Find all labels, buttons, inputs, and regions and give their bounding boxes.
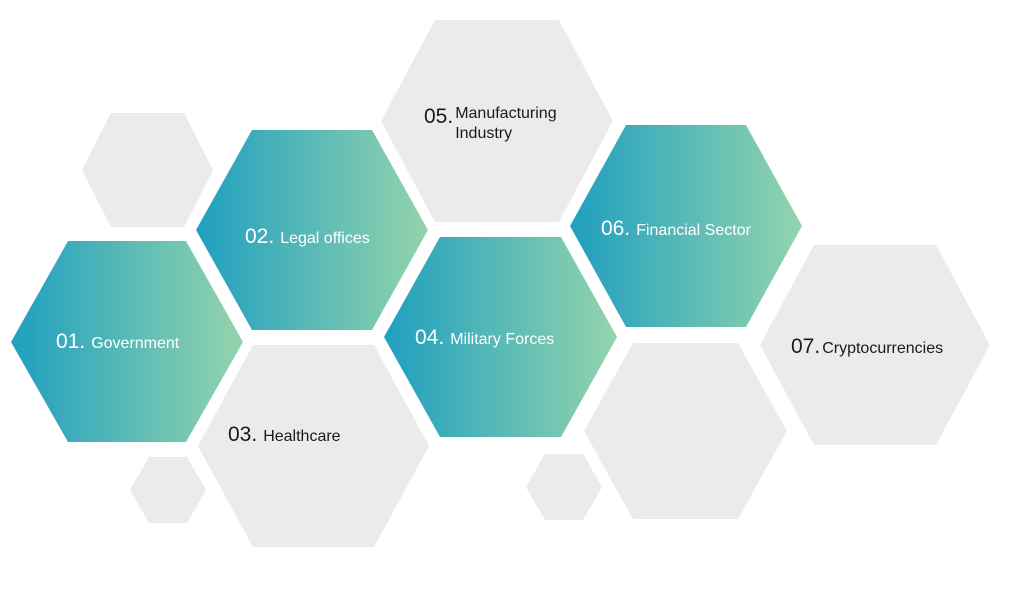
decor-hexagon-tiny-left-bottom [130,457,206,523]
item-number: 05. [424,105,454,128]
item-label: Financial Sector [636,222,751,239]
label-06-financial-sector: 06. Financial Sector [601,217,751,240]
decor-hexagon-large-right-bottom [584,343,787,519]
item-number: 02. [245,225,275,248]
hexagon-06-financial-sector [570,125,802,327]
label-01-government: 01. Government [56,330,179,353]
item-label: Military Forces [450,331,555,348]
label-04-military-forces: 04. Military Forces [415,326,554,349]
hexagon-03-healthcare [198,345,429,547]
item-label: Manufacturing Industry [455,105,557,142]
label-07-cryptocurrencies: 07.Cryptocurrencies [791,335,943,358]
item-label: Cryptocurrencies [822,340,944,357]
hexagon-02-legal-offices [196,130,428,330]
hexagon-05-manufacturing-industry [381,20,613,222]
item-label: Legal offices [280,230,370,247]
item-number: 06. [601,217,631,240]
label-02-legal-offices: 02. Legal offices [245,225,370,248]
item-label: Healthcare [263,428,341,445]
item-number: 03. [228,423,258,446]
item-label: Government [91,335,180,352]
item-number: 01. [56,330,86,353]
label-05-manufacturing-industry: 05.Manufacturing Industry [424,104,584,144]
decor-hexagon-small-left-top [82,113,213,227]
hexagon-01-government [11,241,243,442]
item-number: 07. [791,335,821,358]
hexagon-07-cryptocurrencies [760,245,990,445]
label-03-healthcare: 03. Healthcare [228,423,341,446]
item-number: 04. [415,326,445,349]
hexagon-04-military-forces [384,237,617,437]
decor-hexagon-tiny-middle-bottom [526,454,602,520]
